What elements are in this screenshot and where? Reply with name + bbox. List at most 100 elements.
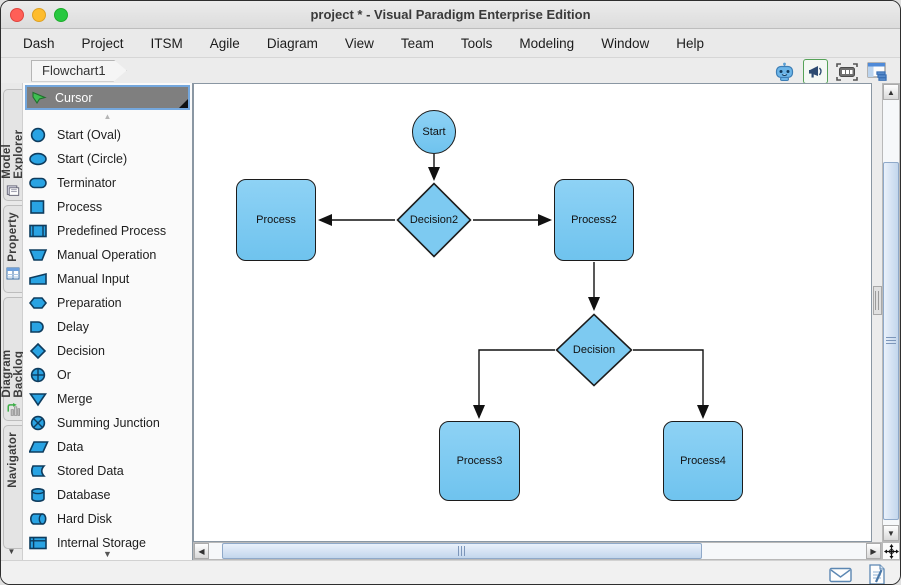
process-icon (30, 200, 45, 214)
selection-marquee-button[interactable] (835, 60, 858, 83)
palette-item-label: Terminator (57, 176, 117, 190)
palette-item-start-oval[interactable]: Start (Oval) (23, 123, 192, 147)
menu-diagram[interactable]: Diagram (266, 35, 318, 51)
menu-team[interactable]: Team (400, 35, 434, 51)
tab-navigator[interactable]: Navigator (3, 425, 22, 549)
node-decision[interactable]: Decision (555, 313, 633, 387)
tab-property[interactable]: Property (3, 205, 22, 293)
palette-item-merge[interactable]: Merge (23, 387, 192, 411)
palette-item-terminator[interactable]: Terminator (23, 171, 192, 195)
hard-disk-icon (30, 513, 47, 525)
connector-decision-process3[interactable] (473, 349, 555, 419)
scroll-up-button[interactable]: ▲ (883, 84, 899, 100)
node-process4[interactable]: Process4 (663, 421, 743, 501)
close-button[interactable] (10, 7, 24, 22)
tab-flowchart1[interactable]: Flowchart1 (31, 60, 127, 82)
scroll-thumb-grip (458, 546, 466, 556)
quick-toolbar (773, 59, 888, 84)
palette-item-process[interactable]: Process (23, 195, 192, 219)
mail-icon[interactable] (829, 567, 852, 583)
manual-operation-icon (29, 249, 48, 261)
menu-itsm[interactable]: ITSM (150, 35, 183, 51)
node-start-label: Start (422, 126, 446, 138)
palette-item-label: Delay (57, 320, 89, 334)
connector-decision-process4[interactable] (633, 349, 709, 419)
menu-help[interactable]: Help (676, 35, 704, 51)
node-process2[interactable]: Process2 (554, 179, 634, 261)
palette-item-label: Start (Circle) (57, 152, 128, 166)
minimize-button[interactable] (32, 7, 46, 22)
panel-splitter-handle[interactable] (873, 286, 882, 315)
menu-modeling[interactable]: Modeling (519, 35, 575, 51)
cursor-tool-corner-handle[interactable] (179, 99, 188, 108)
node-process[interactable]: Process (236, 179, 316, 261)
palette-item-internal-storage[interactable]: Internal Storage (23, 531, 192, 551)
palette-item-manual-operation[interactable]: Manual Operation (23, 243, 192, 267)
palette-item-manual-input[interactable]: Manual Input (23, 267, 192, 291)
panel-layout-button[interactable] (865, 60, 888, 83)
vertical-scroll-track[interactable] (883, 100, 899, 525)
model-explorer-icon (6, 185, 20, 196)
palette-item-label: Manual Input (57, 272, 130, 286)
node-decision2[interactable]: Decision2 (396, 182, 472, 258)
tab-diagram-backlog[interactable]: Diagram Backlog (1, 297, 25, 421)
tab-diagram-backlog-label: Diagram Backlog (1, 349, 25, 398)
palette-item-label: Merge (57, 392, 93, 406)
message-log-icon[interactable] (868, 564, 886, 585)
tab-model-explorer-label: Model Explorer (1, 129, 25, 179)
tab-model-explorer[interactable]: Model Explorer (1, 89, 25, 201)
vertical-scrollbar[interactable]: ▲ ▼ (882, 83, 900, 542)
palette-item-start-circle[interactable]: Start (Circle) (23, 147, 192, 171)
palette-item-label: Hard Disk (57, 512, 112, 526)
menu-tools[interactable]: Tools (460, 35, 493, 51)
palette-scroll-down-icon[interactable]: ▼ (103, 549, 112, 559)
palette-item-delay[interactable]: Delay (23, 315, 192, 339)
palette-item-label: Data (57, 440, 84, 454)
predefined-process-icon (29, 224, 47, 238)
menu-window[interactable]: Window (601, 35, 650, 51)
palette-item-data[interactable]: Data (23, 435, 192, 459)
palette-item-database[interactable]: Database (23, 483, 192, 507)
summing-junction-icon (30, 415, 46, 431)
decision-icon (29, 343, 47, 359)
palette-scroll-up-icon[interactable]: ▲ (103, 112, 112, 121)
palette-item-summing-junction[interactable]: Summing Junction (23, 411, 192, 435)
pan-tool-button[interactable] (882, 542, 900, 560)
start-oval-icon (30, 127, 46, 143)
robot-assistant-button[interactable] (773, 60, 796, 83)
cursor-icon (32, 91, 47, 104)
palette-item-predefined-process[interactable]: Predefined Process (23, 219, 192, 243)
menu-agile[interactable]: Agile (209, 35, 240, 51)
menu-dash[interactable]: Dash (23, 35, 55, 51)
menu-project[interactable]: Project (81, 35, 124, 51)
tab-navigator-label: Navigator (7, 432, 19, 488)
palette-item-or[interactable]: Or (23, 363, 192, 387)
terminator-icon (29, 177, 47, 189)
palette-item-hard-disk[interactable]: Hard Disk (23, 507, 192, 531)
palette-item-preparation[interactable]: Preparation (23, 291, 192, 315)
robot-icon (775, 62, 794, 81)
palette-item-label: Internal Storage (57, 536, 146, 550)
node-start[interactable]: Start (412, 110, 456, 154)
horizontal-scroll-track[interactable] (209, 543, 866, 559)
side-tabs-overflow-icon[interactable]: ▼ (7, 547, 16, 556)
scroll-left-button[interactable]: ◀ (194, 543, 209, 559)
scroll-right-button[interactable]: ▶ (866, 543, 881, 559)
diagram-tab-bar: Flowchart1 (1, 58, 900, 84)
menu-view[interactable]: View (344, 35, 374, 51)
vertical-scroll-thumb[interactable] (883, 162, 899, 520)
scroll-down-button[interactable]: ▼ (883, 525, 899, 541)
presentation-button[interactable] (803, 59, 828, 84)
stored-data-icon (30, 465, 46, 477)
palette-item-decision[interactable]: Decision (23, 339, 192, 363)
horizontal-scroll-thumb[interactable] (222, 543, 702, 559)
diagram-canvas[interactable]: Start Process Decision2 Process2 (193, 83, 872, 542)
node-process3[interactable]: Process3 (439, 421, 520, 501)
palette-item-label: Predefined Process (57, 224, 167, 238)
zoom-button[interactable] (54, 7, 68, 22)
palette-cursor-tool[interactable]: Cursor (25, 85, 190, 110)
palette-item-stored-data[interactable]: Stored Data (23, 459, 192, 483)
horizontal-scrollbar[interactable]: ◀ ▶ (193, 542, 882, 560)
right-scroll-column: ▲ ▼ (882, 83, 900, 560)
